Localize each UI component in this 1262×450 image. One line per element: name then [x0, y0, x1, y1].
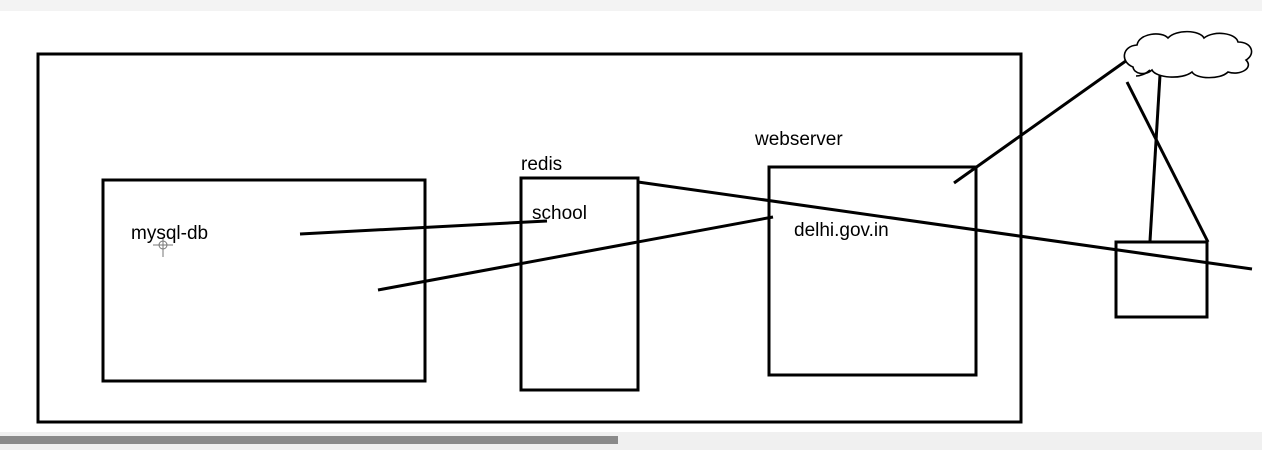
mysql-to-school-line	[299, 219, 548, 236]
school-label: school	[532, 203, 587, 224]
cloud-icon	[1123, 30, 1253, 79]
redis-box	[519, 176, 640, 392]
mysql-to-webserver-line	[377, 215, 774, 292]
horizontal-scrollbar-thumb[interactable]	[0, 436, 618, 444]
delhi-label: delhi.gov.in	[794, 220, 889, 241]
cloud-to-client-right-line	[1125, 81, 1210, 243]
cloud-to-client-left-line	[1148, 74, 1162, 242]
webserver-label: webserver	[755, 129, 843, 150]
client-box	[1114, 240, 1209, 319]
mysql-db-label: mysql-db	[131, 223, 209, 244]
top-toolbar-strip	[0, 0, 1262, 11]
crosshair-cursor-icon	[153, 237, 173, 257]
host-boundary-box	[36, 52, 1023, 424]
webserver-box	[767, 165, 978, 377]
redis-label: redis	[521, 154, 563, 175]
webserver-to-cloud-line	[953, 56, 1131, 185]
redis-to-external-line	[637, 180, 1253, 271]
mysql-db-box	[101, 178, 427, 383]
